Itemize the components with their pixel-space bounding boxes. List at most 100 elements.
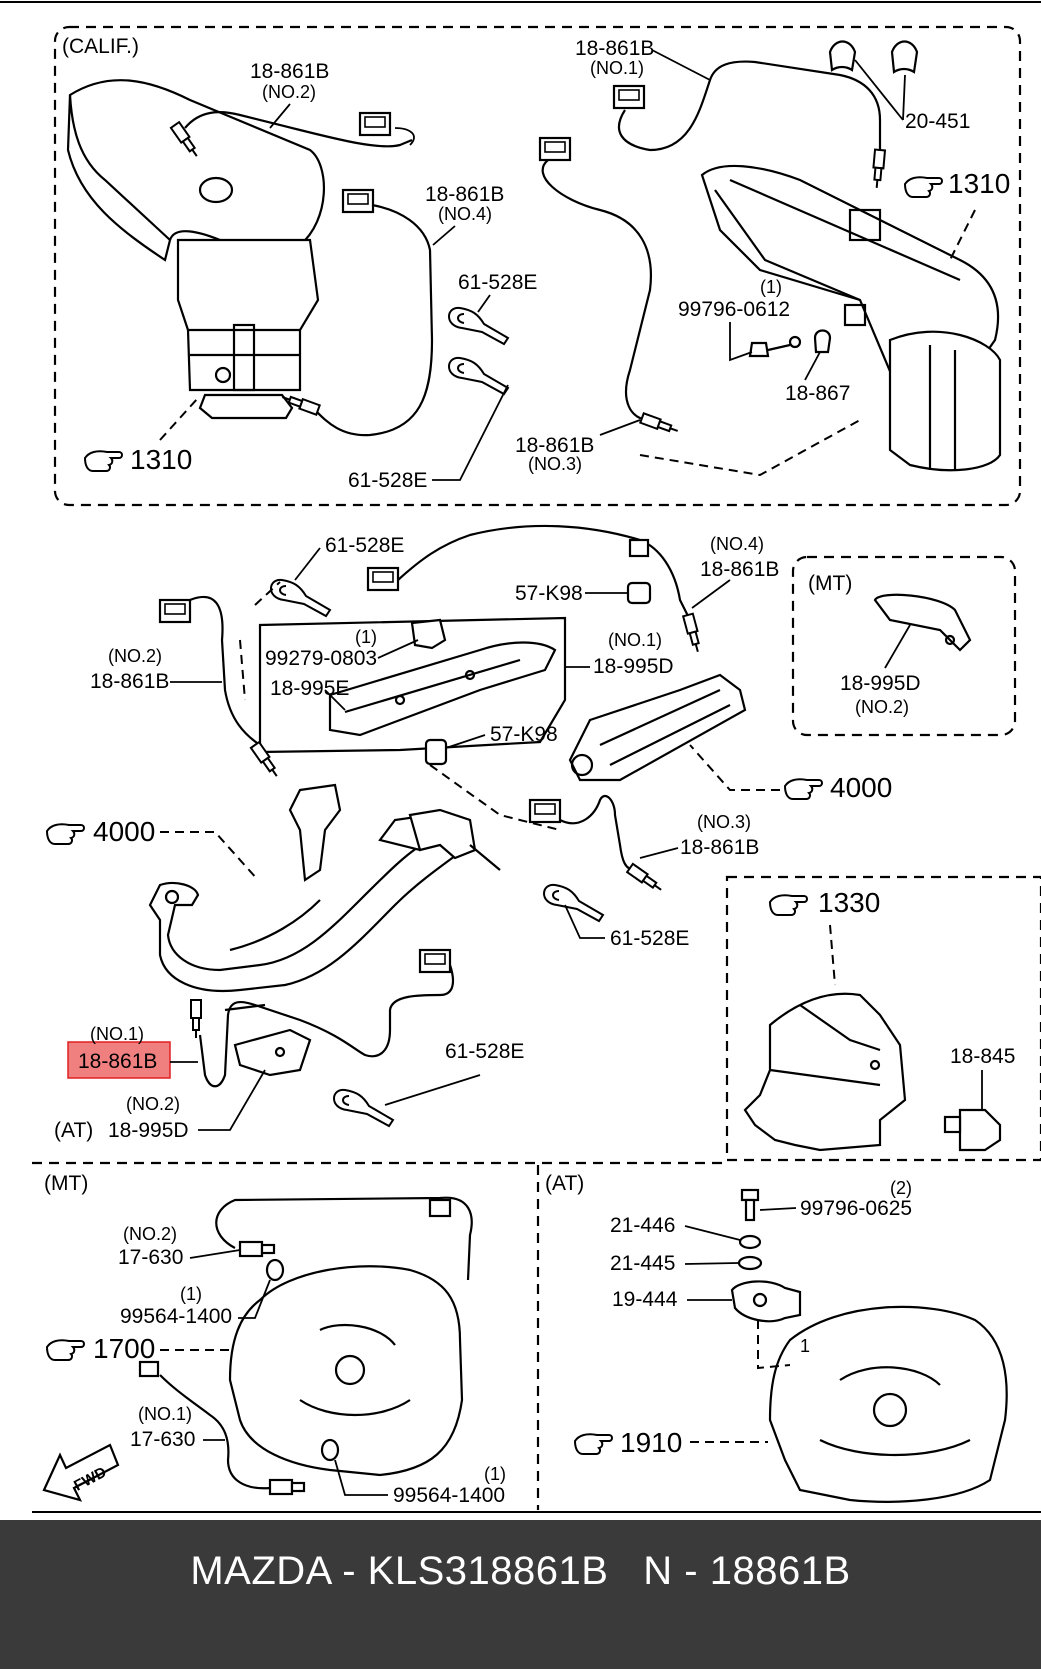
sensor-wire-no2-mid <box>189 595 261 746</box>
bolt-99279-0803 <box>410 618 447 650</box>
connector-no4-mid <box>366 566 400 592</box>
ref-1330: 1330 <box>818 887 880 918</box>
connector-no4-top <box>341 188 375 214</box>
label-18861B-no4-top: 18-861B <box>425 183 504 206</box>
sensor-no1-top-plug <box>870 148 886 190</box>
grommet-57K98-a <box>626 581 652 605</box>
clip-61528E-d <box>543 883 604 922</box>
label-18995E: 18-995E <box>270 677 349 700</box>
label-18861B-no2-mid: 18-861B <box>90 670 169 693</box>
sensor-no1-lower-plug <box>190 999 202 1039</box>
heat-insulator-4000 <box>568 673 747 782</box>
label-18861B-no2-top: 18-861B <box>250 60 329 83</box>
ref-1700: 1700 <box>93 1333 155 1364</box>
label-61528E-e: 61-528E <box>445 1040 524 1063</box>
label-no3-top: (NO.3) <box>528 454 582 474</box>
bolt-99796-0612 <box>748 335 802 358</box>
sensor-wire-no1-lower <box>198 964 455 1088</box>
switch-17630-no2 <box>238 1240 276 1258</box>
highlight-part-18861B: 18-861B <box>78 1050 157 1073</box>
connector-no1-top <box>612 84 646 110</box>
connector-no3-top <box>538 136 572 162</box>
switch-17630-no1 <box>268 1478 306 1496</box>
label-17630-no2: 17-630 <box>118 1246 183 1269</box>
clip-18867 <box>813 329 832 354</box>
footer-part-number: MAZDA - KLS318861B N - 18861B <box>190 1549 851 1593</box>
bracket-18995D-at <box>233 1028 312 1077</box>
label-no2-at: (NO.2) <box>126 1094 180 1114</box>
qty-1-e: 1 <box>800 1336 810 1356</box>
transmission-1910 <box>768 1305 1008 1503</box>
hand-icon-1310-right <box>904 176 943 198</box>
label-no2-mtsec: (NO.2) <box>123 1224 177 1244</box>
sensor-no4-mid-clamp <box>628 538 650 558</box>
label-no4-mid: (NO.4) <box>710 534 764 554</box>
label-18995D-mt: 18-995D <box>840 672 921 695</box>
sensor-19444 <box>730 1280 802 1323</box>
label-99564-1400-a: 99564-1400 <box>120 1305 232 1328</box>
label-no4-top: (NO.4) <box>438 204 492 224</box>
connector-17630-no1-top <box>138 1360 160 1378</box>
connector-no3-mid <box>528 798 562 824</box>
label-mt-box: (MT) <box>808 572 852 595</box>
hand-icon-1700 <box>46 1339 85 1361</box>
ref-4000-right: 4000 <box>830 772 892 803</box>
hand-icon-1910 <box>574 1433 613 1455</box>
qty-2: (2) <box>890 1178 912 1198</box>
label-no3-mid: (NO.3) <box>697 812 751 832</box>
sensor-wire-no4-mid <box>397 524 691 621</box>
qty-1-d: (1) <box>484 1464 506 1484</box>
highlight-no1: (NO.1) <box>90 1024 144 1044</box>
washer-21445 <box>737 1255 763 1271</box>
connector-17630-no2-top <box>428 1198 452 1218</box>
washer-99564-1400-a <box>265 1258 285 1282</box>
sensor-wire-no3-top <box>541 159 652 422</box>
connector-no2-top <box>358 111 392 137</box>
label-17630-no1: 17-630 <box>130 1428 195 1451</box>
grommet-57K98-b <box>424 738 448 766</box>
fwd-arrow-icon: FWD <box>42 1443 120 1502</box>
switch-wire-no1 <box>159 1374 271 1490</box>
highlight-box <box>67 1041 171 1079</box>
ref-4000-left: 4000 <box>93 816 155 847</box>
sensor-no3-mid-plug <box>626 862 665 895</box>
bolt-99796-0625 <box>740 1188 760 1222</box>
label-21445: 21-445 <box>610 1252 675 1275</box>
label-no1-mtsec: (NO.1) <box>138 1404 192 1424</box>
sensor-wire-no3-mid <box>559 794 636 872</box>
sensor-wire-no2-top <box>184 111 413 148</box>
label-no1-mid: (NO.1) <box>608 630 662 650</box>
label-18861B-no3-mid: 18-861B <box>680 836 759 859</box>
clip-61528E-c <box>270 578 331 617</box>
label-at-section: (AT) <box>545 1172 584 1195</box>
label-99564-1400-b: 99564-1400 <box>393 1484 505 1507</box>
label-no2-mt: (NO.2) <box>855 697 909 717</box>
label-57K98-b: 57-K98 <box>490 723 558 746</box>
sensor-no3-top-plug <box>639 412 681 437</box>
label-61528E-a: 61-528E <box>458 271 537 294</box>
label-no2-mid: (NO.2) <box>108 646 162 666</box>
bracket-18995E <box>328 641 557 737</box>
bracket-18995D-mt <box>873 593 972 652</box>
label-61528E-b: 61-528E <box>348 469 427 492</box>
label-19444: 19-444 <box>612 1288 678 1311</box>
engine-block-1330 <box>743 992 907 1152</box>
qty-1-a: (1) <box>760 277 782 297</box>
calif-label: (CALIF.) <box>62 35 139 58</box>
calif-right-converter <box>700 164 1002 472</box>
hand-icon-1330 <box>769 894 808 916</box>
label-18861B-no3-top: 18-861B <box>515 434 594 457</box>
sensor-no4-mid-plug <box>682 612 704 654</box>
label-99796-0612: 99796-0612 <box>678 298 790 321</box>
sensor-wire-no4-top <box>314 203 434 437</box>
ref-1310-left: 1310 <box>130 444 192 475</box>
connector-no1-lower <box>418 948 452 974</box>
label-57K98-a: 57-K98 <box>515 582 583 605</box>
calif-left-converter <box>66 79 326 420</box>
label-99279-0803: 99279-0803 <box>265 647 377 670</box>
label-mt-section: (MT) <box>44 1172 88 1195</box>
hand-icon-1310-left <box>84 450 123 472</box>
label-21446: 21-446 <box>610 1214 675 1237</box>
parts-diagram: (CALIF.) 18-861B (NO.2) 18-861B (NO.4) 6… <box>0 1 1041 1513</box>
label-18995D-at: 18-995D <box>108 1119 189 1142</box>
